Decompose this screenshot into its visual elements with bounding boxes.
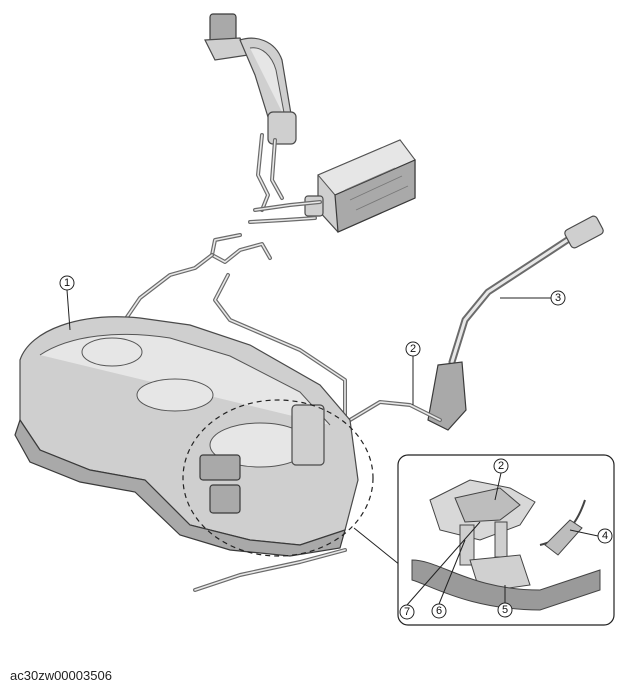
svg-text:7: 7 [404,606,410,618]
svg-text:1: 1 [64,277,70,289]
callout-7: 7 [399,604,415,620]
callout-leaders [66,289,599,606]
callout-5: 5 [497,602,513,618]
svg-text:3: 3 [555,292,561,304]
svg-text:5: 5 [502,604,508,616]
svg-text:2: 2 [410,343,416,355]
charcoal-canister [304,139,416,233]
detail-inset [397,454,615,626]
svg-text:4: 4 [602,530,608,542]
svg-text:2: 2 [498,460,504,472]
callout-3: 3 [550,290,566,306]
callout-4: 4 [597,528,613,544]
filler-pipe [348,215,604,431]
vent-pipes [256,133,284,212]
filler-neck-upper [204,13,297,145]
svg-text:6: 6 [436,605,442,617]
detail-highlight-circle [182,399,374,557]
callout-2: 2 [405,341,421,357]
callout-6: 6 [431,603,447,619]
callout-1: 1 [59,275,75,291]
vapor-lines [123,200,347,422]
figure-code: ac30zw00003506 [10,668,112,683]
lower-pipes [193,548,347,592]
callout-2-detail: 2 [493,458,509,474]
